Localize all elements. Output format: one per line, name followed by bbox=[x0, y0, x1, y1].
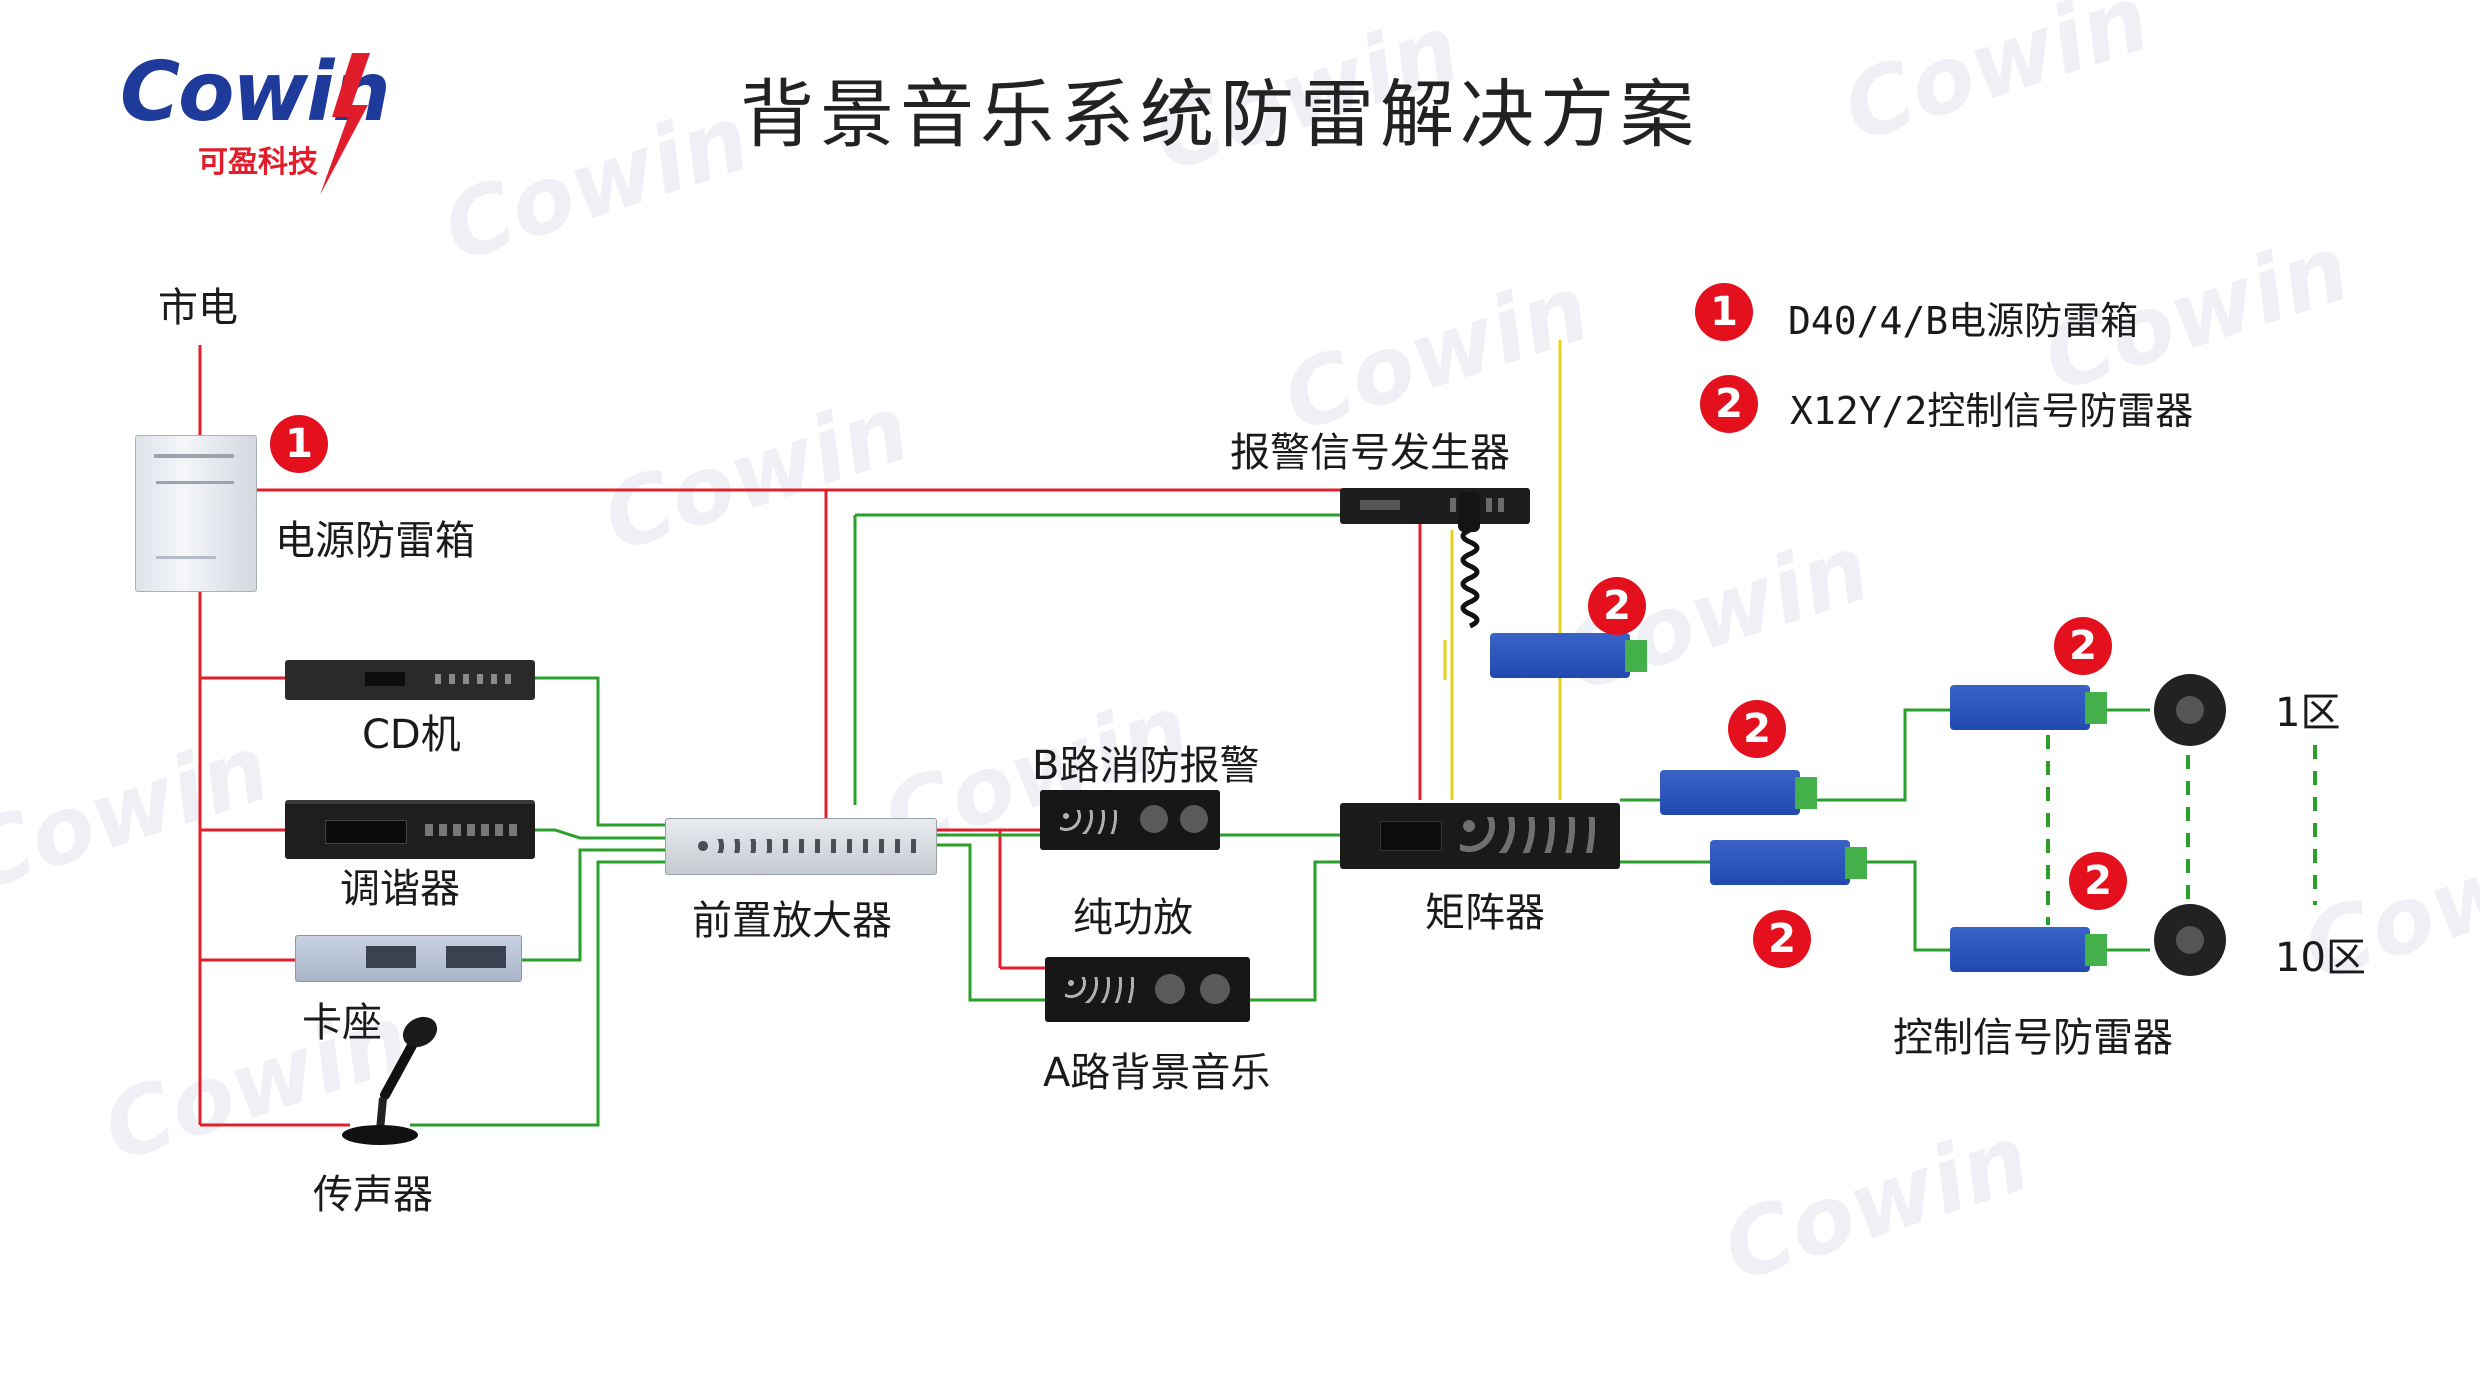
power-box-label: 电源防雷箱 bbox=[275, 518, 475, 564]
page-title: 背景音乐系统防雷解决方案 bbox=[740, 72, 1700, 158]
marker-badge: 2 bbox=[1753, 910, 1811, 968]
legend-badge-2: 2 bbox=[1700, 375, 1758, 433]
matrix-switcher bbox=[1340, 803, 1620, 869]
legend-item-2: X12Y/2控制信号防雷器 bbox=[1790, 389, 2194, 433]
matrix-label: 矩阵器 bbox=[1425, 890, 1545, 936]
marker-badge: 2 bbox=[1728, 700, 1786, 758]
alarm-generator-label: 报警信号发生器 bbox=[1230, 430, 1510, 476]
legend-badge-1: 1 bbox=[1695, 283, 1753, 341]
microphone-icon bbox=[325, 1010, 465, 1150]
marker-badge: 2 bbox=[2054, 617, 2112, 675]
pure-amp-label: 纯功放 bbox=[1073, 895, 1193, 941]
amp-b-label: B路消防报警 bbox=[1032, 743, 1260, 789]
marker-badge: 1 bbox=[270, 415, 328, 473]
power-surge-box bbox=[135, 435, 257, 592]
cassette-label: 卡座 bbox=[302, 1000, 382, 1046]
signal-spd-module bbox=[1710, 835, 1870, 890]
company-logo: Cowin 可盈科技 bbox=[120, 45, 440, 195]
zone-1-label: 1区 bbox=[2275, 690, 2341, 736]
signal-spd-module bbox=[1950, 680, 2110, 735]
preamp-label: 前置放大器 bbox=[692, 898, 892, 944]
tuner-label: 调谐器 bbox=[340, 866, 460, 912]
cd-label: CD机 bbox=[362, 712, 461, 758]
amplifier-b bbox=[1040, 790, 1220, 850]
signal-spd-module bbox=[1490, 628, 1650, 683]
amplifier-a bbox=[1045, 957, 1250, 1022]
spd-label: 控制信号防雷器 bbox=[1893, 1015, 2173, 1061]
cassette-deck bbox=[295, 935, 522, 982]
tuner-device bbox=[285, 800, 535, 859]
legend-item-1: D40/4/B电源防雷箱 bbox=[1788, 299, 2139, 343]
mains-label: 市电 bbox=[158, 285, 238, 331]
marker-badge: 2 bbox=[2069, 852, 2127, 910]
zone-10-label: 10区 bbox=[2275, 935, 2366, 981]
lightning-icon bbox=[320, 53, 370, 195]
signal-spd-module bbox=[1660, 765, 1820, 820]
signal-spd-module bbox=[1950, 922, 2110, 977]
cd-player bbox=[285, 660, 535, 700]
preamplifier bbox=[665, 818, 937, 875]
amp-a-label: A路背景音乐 bbox=[1043, 1050, 1271, 1096]
horn-speaker-icon bbox=[2150, 900, 2230, 980]
logo-subtitle: 可盈科技 bbox=[198, 145, 318, 180]
horn-speaker-icon bbox=[2150, 670, 2230, 750]
microphone-label: 传声器 bbox=[313, 1172, 433, 1218]
marker-badge: 2 bbox=[1588, 577, 1646, 635]
